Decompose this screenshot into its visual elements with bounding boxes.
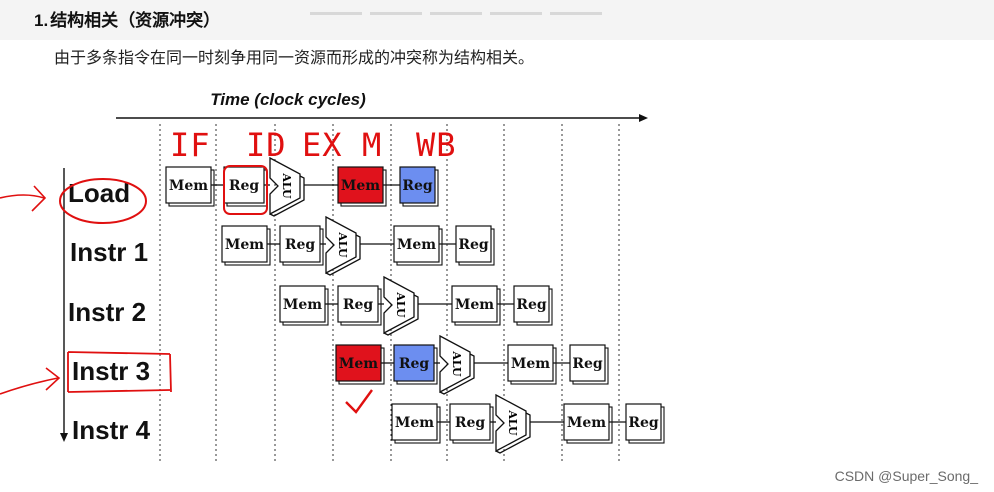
- load-arrow-head: [31, 185, 47, 212]
- page-header-band: 1.结构相关（资源冲突）: [0, 0, 994, 40]
- svg-text:ALU: ALU: [506, 409, 519, 436]
- reg-stage-0-1: Reg: [223, 166, 268, 207]
- instr3-arrow-head: [45, 367, 61, 391]
- instruction-label-3: Instr 3: [72, 356, 150, 386]
- svg-text:Mem: Mem: [397, 237, 436, 253]
- svg-text:ALU: ALU: [280, 172, 293, 199]
- reg-stage-1-1: Reg: [279, 225, 324, 266]
- svg-text:ALU: ALU: [394, 291, 407, 318]
- instr3-box-annotation: [67, 351, 172, 393]
- check-mark-annotation: [345, 389, 373, 414]
- svg-text:ALU: ALU: [336, 231, 349, 258]
- instruction-label-1: Instr 1: [70, 237, 148, 267]
- left-annotations: [0, 185, 61, 395]
- svg-text:ALU: ALU: [450, 350, 463, 377]
- mem-stage-0-3: Mem: [337, 166, 387, 207]
- stage-annotation-wb: WB: [416, 126, 457, 164]
- instr3-arrow-annotation: [0, 377, 59, 395]
- stage-annotation-m: M: [362, 126, 382, 164]
- svg-text:Reg: Reg: [285, 237, 316, 253]
- reg-circle-annotation: [223, 165, 268, 215]
- section-title-text: 结构相关: [50, 11, 119, 31]
- svg-text:Mem: Mem: [169, 178, 208, 194]
- reg-stage-1-4: Reg: [455, 225, 495, 266]
- svg-text:Reg: Reg: [399, 356, 430, 372]
- top-tab-strip: [310, 0, 660, 15]
- svg-text:Reg: Reg: [628, 415, 659, 431]
- instruction-order-arrowhead: [60, 433, 68, 442]
- reg-stage-4-4: Reg: [625, 403, 665, 444]
- load-circle-annotation: [59, 178, 147, 224]
- svg-text:Reg: Reg: [455, 415, 486, 431]
- mem-stage-4-3: Mem: [563, 403, 613, 444]
- svg-text:Mem: Mem: [283, 297, 322, 313]
- svg-text:Reg: Reg: [343, 297, 374, 313]
- reg-stage-3-4: Reg: [569, 344, 609, 385]
- alu-stage-0: ALU: [269, 156, 305, 217]
- time-axis-arrowhead: [639, 114, 648, 122]
- alu-stage-1: ALU: [325, 215, 361, 276]
- alu-stage-2: ALU: [383, 275, 419, 336]
- svg-text:Mem: Mem: [341, 178, 380, 194]
- svg-text:Mem: Mem: [567, 415, 606, 431]
- section-description: 由于多条指令在同一时刻争用同一资源而形成的冲突称为结构相关。: [54, 48, 535, 67]
- svg-text:Reg: Reg: [402, 178, 433, 194]
- mem-stage-4-0: Mem: [391, 403, 441, 444]
- section-title: 1.结构相关（资源冲突）: [34, 6, 220, 31]
- section-number: 1.: [34, 11, 49, 30]
- mem-stage-3-3: Mem: [507, 344, 557, 385]
- svg-text:Mem: Mem: [395, 415, 434, 431]
- svg-text:Mem: Mem: [225, 237, 264, 253]
- reg-stage-2-1: Reg: [337, 285, 382, 326]
- mem-stage-0-0: Mem: [165, 166, 215, 207]
- mem-stage-1-3: Mem: [393, 225, 443, 266]
- mem-stage-1-0: Mem: [221, 225, 271, 266]
- svg-text:Reg: Reg: [458, 237, 489, 253]
- stage-annotation-id: ID: [246, 126, 287, 164]
- mem-stage-3-0: Mem: [335, 344, 385, 385]
- instruction-label-4: Instr 4: [72, 415, 151, 445]
- reg-stage-3-1: Reg: [393, 344, 438, 385]
- reg-stage-2-4: Reg: [513, 285, 553, 326]
- alu-stage-3: ALU: [439, 334, 475, 395]
- svg-text:Reg: Reg: [516, 297, 547, 313]
- svg-text:Mem: Mem: [511, 356, 550, 372]
- reg-stage-4-1: Reg: [449, 403, 494, 444]
- svg-text:Mem: Mem: [339, 356, 378, 372]
- instruction-label-2: Instr 2: [68, 297, 146, 327]
- svg-text:Mem: Mem: [455, 297, 494, 313]
- stage-annotation-if: IF: [170, 126, 211, 164]
- mem-stage-2-3: Mem: [451, 285, 501, 326]
- alu-stage-4: ALU: [495, 393, 531, 454]
- svg-text:Reg: Reg: [572, 356, 603, 372]
- section-subtitle: （资源冲突）: [118, 11, 221, 31]
- mem-stage-2-0: Mem: [279, 285, 329, 326]
- stage-annotation-ex: EX: [302, 126, 343, 164]
- time-axis-label: Time (clock cycles): [210, 90, 366, 109]
- reg-stage-0-4: Reg: [399, 166, 439, 207]
- svg-text:Reg: Reg: [229, 178, 260, 194]
- load-arrow-annotation: [0, 194, 45, 199]
- watermark: CSDN @Super_Song_: [834, 468, 978, 484]
